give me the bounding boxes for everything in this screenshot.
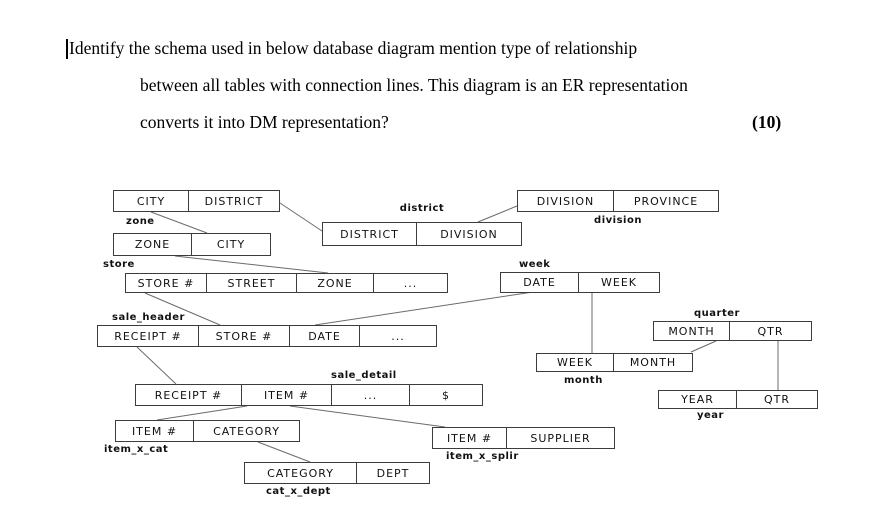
table-zone: ZONE CITY xyxy=(113,233,271,256)
column-cell: ZONE xyxy=(134,238,171,251)
connection-month-quarter xyxy=(690,340,717,353)
question-line-1: Identify the schema used in below databa… xyxy=(69,38,638,58)
column-cell: DISTRICT xyxy=(340,227,399,241)
question-marks: (10) xyxy=(752,112,782,132)
label-district: district xyxy=(399,203,445,214)
column-cell: WEEK xyxy=(557,356,593,369)
connection-city_district-district xyxy=(279,202,323,232)
column-cell: ITEM # xyxy=(131,424,178,438)
column-cell: ITEM # xyxy=(446,431,493,445)
column-cell: QTR xyxy=(729,322,811,340)
column-cell: STORE # xyxy=(137,276,195,290)
table-sale-header: RECEIPT # STORE # DATE ... xyxy=(97,325,437,347)
connection-city_district-zone xyxy=(150,211,208,234)
label-month: month xyxy=(564,375,603,386)
column-cell: STREET xyxy=(206,274,296,292)
label-sale-header: sale_header xyxy=(112,312,185,323)
table-city-district: CITY DISTRICT xyxy=(113,190,280,212)
table-district: DISTRICT DIVISION xyxy=(322,222,522,246)
column-cell: ZONE xyxy=(296,274,373,292)
column-cell: DATE xyxy=(523,276,556,289)
label-quarter: quarter xyxy=(694,308,740,319)
table-week: DATE WEEK xyxy=(500,272,660,293)
column-cell: MONTH xyxy=(613,354,692,371)
label-item-x-cat: item_x_cat xyxy=(104,444,169,455)
column-cell: DEPT xyxy=(356,463,429,483)
column-cell: ... xyxy=(373,274,447,292)
column-cell: DIVISION xyxy=(416,223,521,245)
table-division: DIVISION PROVINCE xyxy=(517,190,719,212)
column-cell: RECEIPT # xyxy=(154,388,223,402)
column-cell: PROVINCE xyxy=(613,191,718,211)
connection-sale_detail-item_x_splir xyxy=(289,405,446,428)
label-division: division xyxy=(594,215,642,226)
table-store: STORE # STREET ZONE ... xyxy=(125,273,448,293)
column-cell: CITY xyxy=(191,234,270,255)
column-cell: STORE # xyxy=(198,326,289,346)
table-cat-x-dept: CATEGORY DEPT xyxy=(244,462,430,484)
column-cell: RECEIPT # xyxy=(114,329,182,343)
column-cell: MONTH xyxy=(668,324,715,338)
table-month: WEEK MONTH xyxy=(536,353,693,372)
column-cell: SUPPLIER xyxy=(506,428,614,448)
column-cell: DIVISION xyxy=(536,194,595,208)
question-line-2: between all tables with connection lines… xyxy=(140,75,688,95)
table-quarter: MONTH QTR xyxy=(653,321,812,341)
label-store: store xyxy=(103,259,135,270)
column-cell: ITEM # xyxy=(241,385,331,405)
label-cat-x-dept: cat_x_dept xyxy=(266,486,331,497)
column-cell: CATEGORY xyxy=(267,466,334,480)
column-cell: ... xyxy=(331,385,409,405)
label-zone: zone xyxy=(126,216,155,227)
connection-sale_header-sale_detail xyxy=(136,346,177,385)
label-week: week xyxy=(519,259,551,270)
question-line-3: converts it into DM representation? xyxy=(140,112,389,132)
column-cell: CITY xyxy=(136,194,166,208)
connection-item_x_cat-cat_x_dept xyxy=(257,441,311,463)
connection-zone-store xyxy=(174,255,329,274)
table-year: YEAR QTR xyxy=(658,390,818,409)
connection-store-sale_header xyxy=(144,292,221,326)
column-cell: YEAR xyxy=(681,393,714,406)
table-sale-detail: RECEIPT # ITEM # ... $ xyxy=(135,384,483,406)
column-cell: DATE xyxy=(289,326,359,346)
column-cell: DISTRICT xyxy=(188,191,279,211)
connection-sale_detail-item_x_cat xyxy=(156,405,248,421)
table-item-x-cat: ITEM # CATEGORY xyxy=(115,420,300,442)
table-item-x-splir: ITEM # SUPPLIER xyxy=(432,427,615,449)
text-cursor xyxy=(66,39,68,59)
label-year: year xyxy=(697,410,724,421)
column-cell: ... xyxy=(359,326,436,346)
label-sale-detail: sale_detail xyxy=(331,370,397,381)
column-cell: WEEK xyxy=(578,273,659,292)
connection-district-division xyxy=(477,205,518,223)
column-cell: QTR xyxy=(736,391,817,408)
connection-week-sale_header xyxy=(314,291,534,326)
column-cell: $ xyxy=(409,385,482,405)
label-item-x-splir: item_x_splir xyxy=(446,451,519,462)
column-cell: CATEGORY xyxy=(193,421,299,441)
